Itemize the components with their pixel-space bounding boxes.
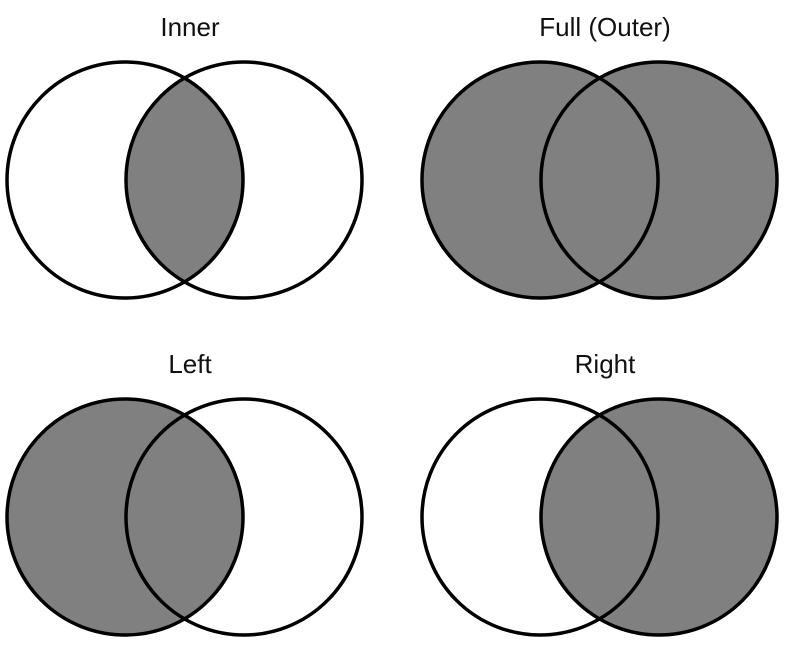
venn-diagram-inner <box>5 60 364 300</box>
venn-diagram-full <box>420 60 779 300</box>
venn-title-right: Right <box>574 349 636 379</box>
venn-panel-left: Left <box>0 337 380 657</box>
right-set-outline <box>539 397 779 637</box>
intersection-region <box>126 399 243 635</box>
venn-title-inner: Inner <box>160 12 220 42</box>
intersection-region <box>126 62 243 298</box>
venn-panel-inner: Inner <box>0 0 380 320</box>
venn-diagram-right <box>420 397 779 637</box>
left-set-outline <box>5 60 245 300</box>
right-set-outline <box>124 397 364 637</box>
venn-panel-right: Right <box>415 337 790 657</box>
venn-title-full: Full (Outer) <box>539 12 671 42</box>
left-set-outline <box>420 397 660 637</box>
venn-panel-full: Full (Outer) <box>415 0 790 320</box>
left-set-outline <box>420 60 660 300</box>
intersection-region <box>541 399 658 635</box>
venn-title-left: Left <box>168 349 212 379</box>
intersection-region <box>541 62 658 298</box>
venn-diagram-left <box>5 397 364 637</box>
right-set-outline <box>124 60 364 300</box>
right-set-outline <box>539 60 779 300</box>
left-set-outline <box>5 397 245 637</box>
